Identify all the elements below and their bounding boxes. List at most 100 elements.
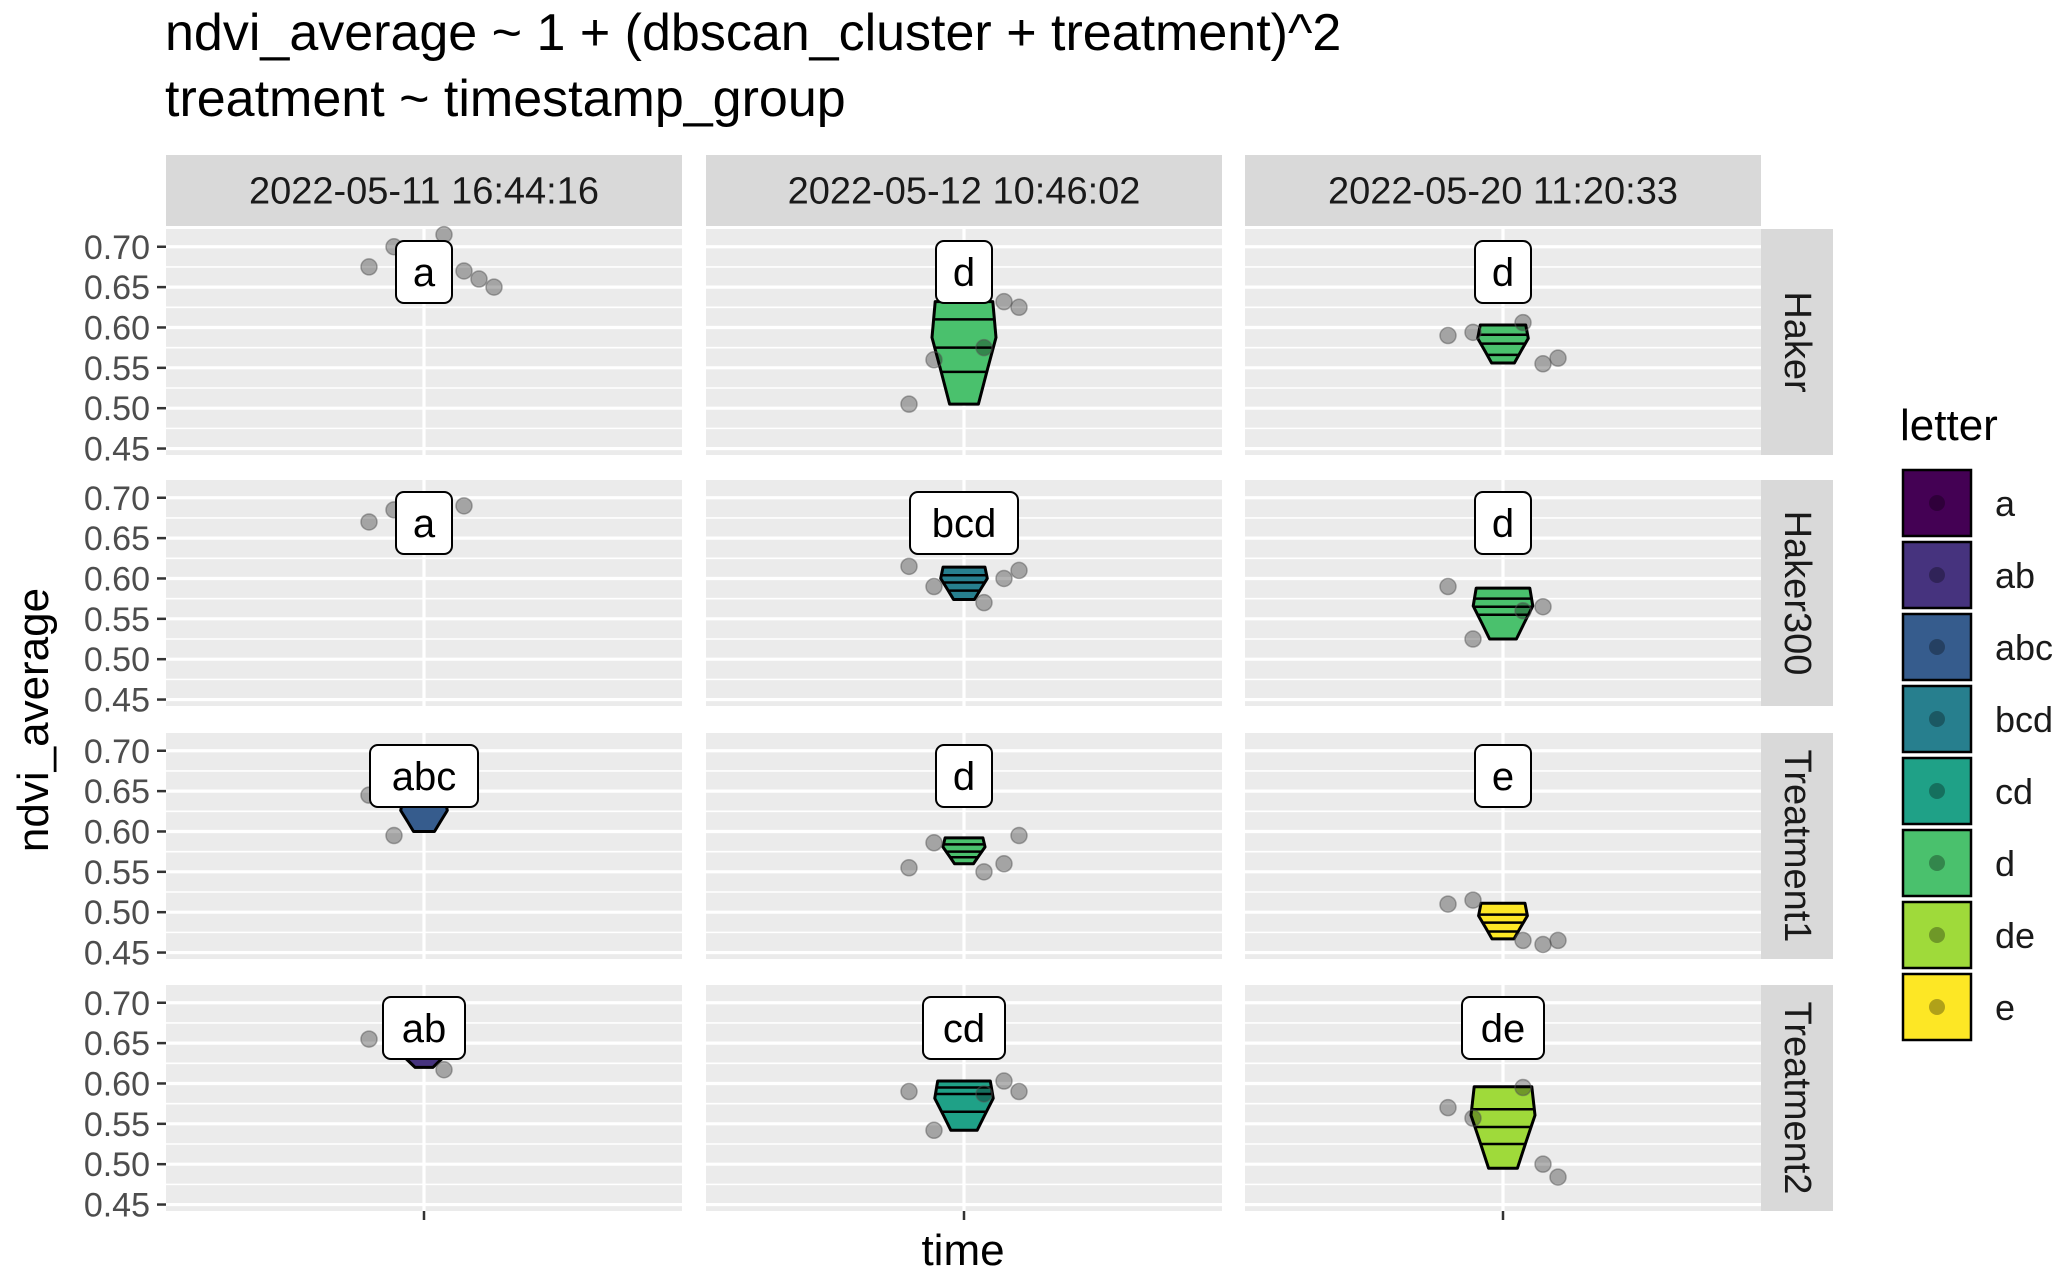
legend-point <box>1929 639 1945 655</box>
y-tick-label: 0.55 <box>84 854 150 892</box>
legend-point <box>1929 927 1945 943</box>
panel-marks: e <box>1439 744 1567 954</box>
y-tick-label: 0.45 <box>84 1187 150 1225</box>
data-point <box>900 395 918 413</box>
legend-point <box>1929 855 1945 871</box>
letter-label-box <box>1474 491 1532 555</box>
row-strip-label: Haker300 <box>1776 511 1818 676</box>
letter-label-box <box>909 491 1019 555</box>
letter-label-box <box>935 744 993 808</box>
legend-swatch <box>1901 828 1973 898</box>
column-strip-label: 2022-05-20 11:20:33 <box>1328 171 1678 213</box>
letter-label-box <box>1474 744 1532 808</box>
row-strip <box>1761 733 1833 959</box>
column-strip <box>166 155 682 226</box>
data-point <box>1549 931 1567 950</box>
data-point <box>925 577 943 596</box>
data-point <box>360 513 378 531</box>
legend-swatch <box>1901 684 1973 754</box>
data-point <box>1464 323 1482 342</box>
letter-label: ab <box>402 1007 447 1051</box>
panel-marks: cd <box>900 996 1028 1140</box>
row-strip <box>1761 229 1833 455</box>
data-point <box>1534 355 1552 373</box>
legend-item: e <box>1901 972 2015 1042</box>
y-tick-label: 0.50 <box>84 894 150 932</box>
data-point <box>925 351 943 369</box>
legend-swatch <box>1901 972 1973 1042</box>
data-point <box>1464 891 1482 909</box>
letter-label-box <box>1474 240 1532 304</box>
row-strip-label: Treatment2 <box>1776 1002 1818 1195</box>
letter-label-box <box>922 996 1006 1060</box>
data-point <box>385 826 403 845</box>
letter-label-box <box>935 240 993 304</box>
chart-title: ndvi_average ~ 1 + (dbscan_cluster + tre… <box>165 4 1341 62</box>
legend-point <box>1929 999 1945 1015</box>
letter-label: a <box>413 502 436 546</box>
legend-label: ab <box>1995 555 2035 596</box>
y-tick-label: 0.55 <box>84 1106 150 1144</box>
y-tick-label: 0.70 <box>84 733 150 771</box>
row-strip <box>1761 480 1833 706</box>
panel-marks: abc <box>360 744 479 845</box>
letter-label-box <box>395 240 453 304</box>
legend-title: letter <box>1900 401 1998 450</box>
data-point <box>1010 561 1028 580</box>
y-tick-label: 0.55 <box>84 350 150 388</box>
column-strip <box>1245 155 1761 226</box>
letter-label: de <box>1481 1007 1526 1051</box>
x-axis-label: time <box>921 1226 1004 1275</box>
legend-item: de <box>1901 900 2035 970</box>
data-point <box>360 258 378 276</box>
y-tick-label: 0.60 <box>84 813 150 851</box>
legend-label: abc <box>1995 627 2053 668</box>
data-point <box>1439 1098 1457 1117</box>
legend-label: e <box>1995 987 2015 1028</box>
legend-label: bcd <box>1995 699 2053 740</box>
data-point <box>1464 1109 1482 1127</box>
row-strip-label: Haker <box>1776 291 1818 393</box>
panel-marks: d <box>1439 491 1552 648</box>
legend-swatch <box>1901 756 1973 826</box>
data-point <box>1514 602 1532 620</box>
legend-point <box>1929 567 1945 583</box>
data-point <box>1534 935 1552 954</box>
data-point <box>1439 326 1457 345</box>
legend-label: cd <box>1995 771 2033 812</box>
y-tick-label: 0.65 <box>84 773 150 811</box>
letter-label: d <box>953 755 975 799</box>
data-point <box>1549 349 1567 367</box>
data-point <box>1514 313 1532 332</box>
y-tick-label: 0.60 <box>84 560 150 598</box>
data-point <box>995 1072 1013 1090</box>
column-strip-label: 2022-05-11 16:44:16 <box>249 171 599 213</box>
column-strip <box>706 155 1222 226</box>
letter-label: d <box>1492 251 1514 295</box>
letter-label-box <box>369 744 479 808</box>
letter-label-box <box>1461 996 1545 1060</box>
y-tick-label: 0.45 <box>84 935 150 973</box>
panel-marks: d <box>900 240 1028 413</box>
legend-label: de <box>1995 915 2035 956</box>
data-point <box>435 1061 453 1079</box>
y-axes: 0.450.500.550.600.650.700.450.500.550.60… <box>84 229 1505 1225</box>
panel-marks: ab <box>360 996 466 1079</box>
data-point <box>1439 895 1457 913</box>
legend-swatch <box>1901 468 1973 538</box>
legend-item: bcd <box>1901 684 2053 754</box>
violin <box>1477 901 1529 941</box>
violin <box>930 300 998 406</box>
legend-label: d <box>1995 843 2015 884</box>
y-tick-label: 0.45 <box>84 682 150 720</box>
letter-label: e <box>1492 755 1514 799</box>
letter-label: cd <box>943 1007 985 1051</box>
y-axis-label: ndvi_average <box>9 588 58 852</box>
letter-label-box <box>382 996 466 1060</box>
panel-marks: a <box>360 225 503 304</box>
data-point <box>995 569 1013 588</box>
data-point <box>1549 1168 1567 1186</box>
legend-label: a <box>1995 483 2016 524</box>
y-tick-label: 0.45 <box>84 431 150 469</box>
